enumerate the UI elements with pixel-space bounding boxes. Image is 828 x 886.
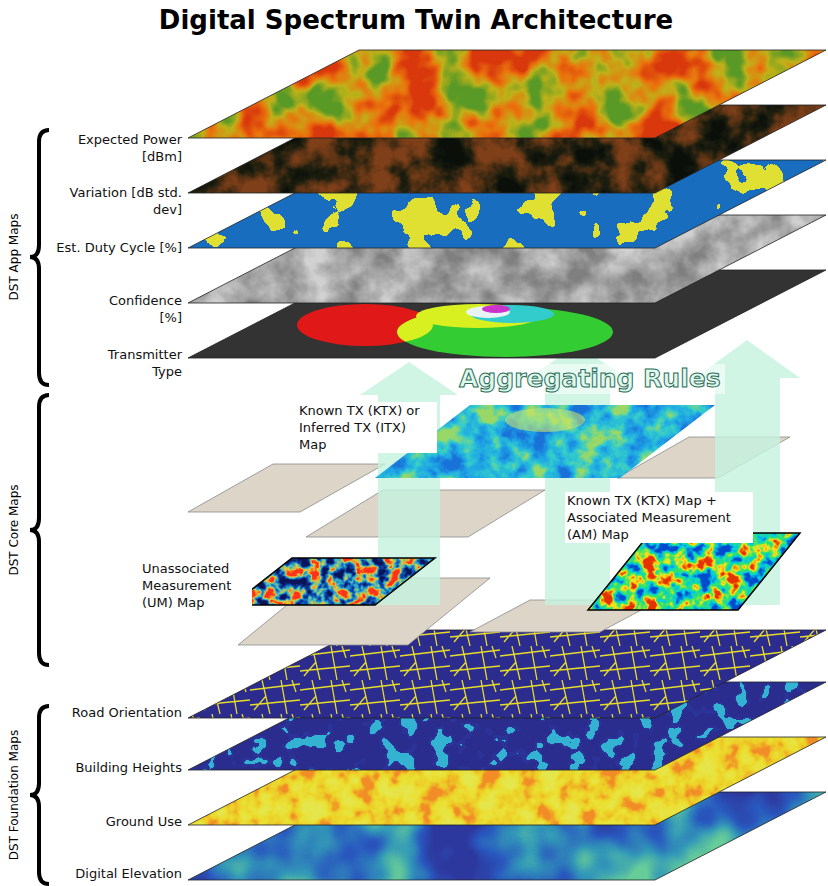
layer-label: Digital Elevation xyxy=(40,865,182,882)
layer-label: Road Orientation xyxy=(40,704,182,721)
layer-label: Building Heights xyxy=(40,759,182,776)
group-label: DST Core Maps xyxy=(7,484,21,575)
map-label: Unassociated Measurement (UM) Map xyxy=(140,560,252,611)
group-brace xyxy=(30,395,49,665)
layer-label: Confidence [%] xyxy=(87,292,182,326)
layer-label: Variation [dB std. dev] xyxy=(52,184,182,218)
tx-region xyxy=(482,305,510,313)
map-outline xyxy=(232,558,435,605)
expected-power-layer xyxy=(188,50,826,138)
layer-label: Expected Power [dBm] xyxy=(52,131,182,165)
layer-label: Est. Duty Cycle [%] xyxy=(52,239,182,256)
um-map xyxy=(232,558,435,605)
group-label: DST Foundation Maps xyxy=(7,730,21,860)
layer-label: Ground Use xyxy=(40,813,182,830)
tx-region xyxy=(466,306,510,318)
group-label: DST App Maps xyxy=(7,214,21,301)
map-label: Known TX (KTX) or Inferred TX (ITX) Map xyxy=(297,402,437,453)
core-panel xyxy=(188,464,385,512)
map-outline xyxy=(588,533,800,610)
layer-outline xyxy=(188,50,826,138)
group-brace xyxy=(30,130,49,385)
diagram-title: Digital Spectrum Twin Architecture xyxy=(2,4,828,36)
layer-label: Transmitter Type xyxy=(82,346,182,380)
map-label: Known TX (KTX) Map + Associated Measurem… xyxy=(565,492,753,543)
am-map xyxy=(588,533,800,610)
ktx-hotspot xyxy=(505,408,585,432)
group-brace xyxy=(30,706,49,884)
aggregating-rules-label: Aggregating Rules xyxy=(455,364,725,394)
